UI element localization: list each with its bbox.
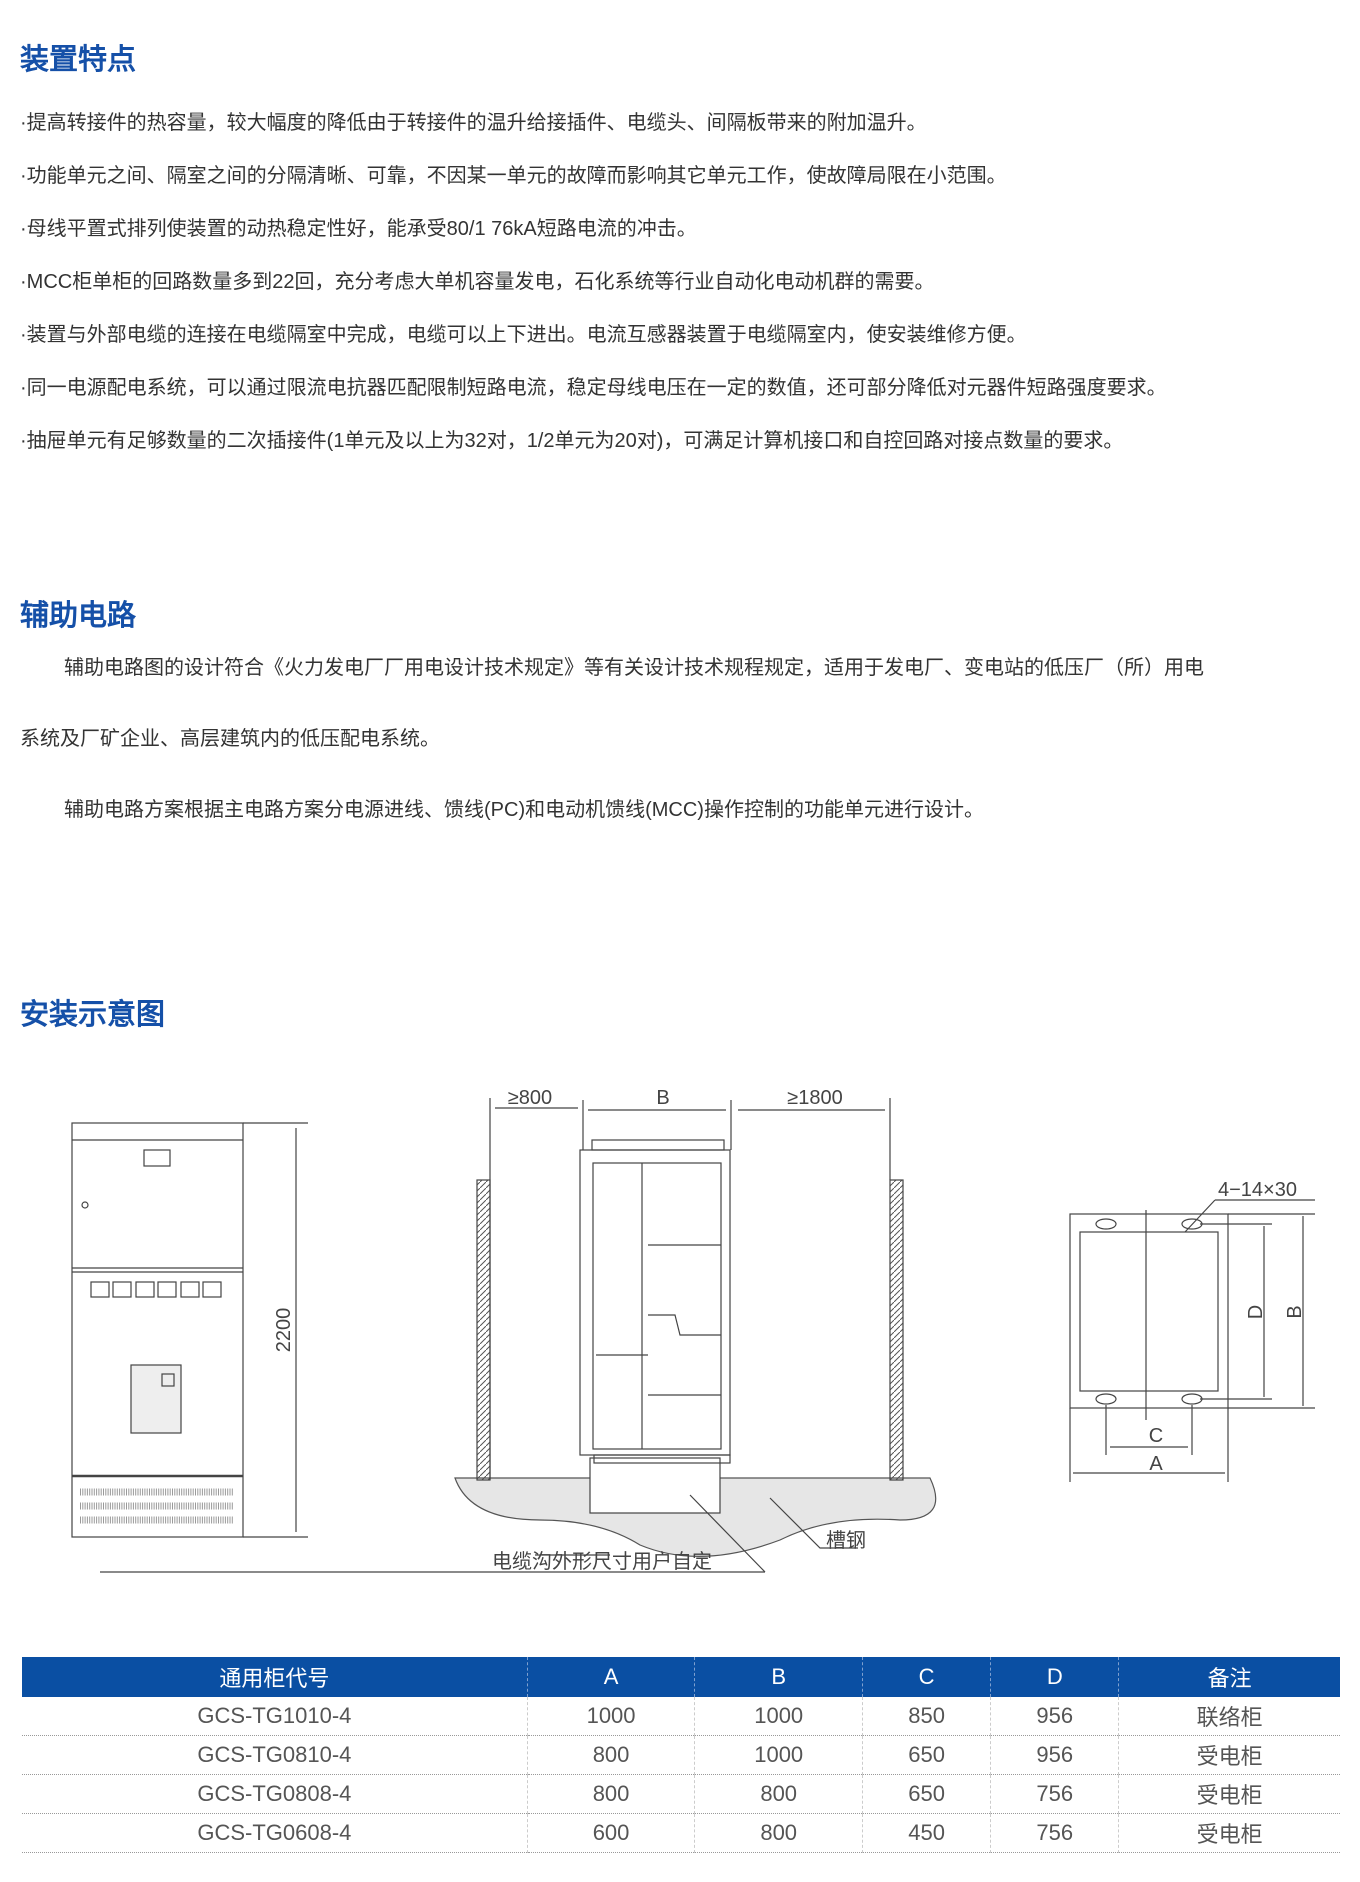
table-cell: GCS-TG0808-4 (22, 1774, 528, 1814)
table-cell: 756 (990, 1813, 1119, 1853)
right-clearance-label: ≥1800 (787, 1087, 842, 1109)
feature-bullet: ·提高转接件的热容量，较大幅度的降低由于转接件的温升给接插件、电缆头、间隔板带来… (20, 112, 927, 134)
table-cell: GCS-TG0608-4 (22, 1813, 528, 1853)
feature-bullet: ·抽屉单元有足够数量的二次插接件(1单元及以上为32对，1/2单元为20对)，可… (20, 430, 1124, 452)
feature-bullet: ·功能单元之间、隔室之间的分隔清晰、可靠，不因某一单元的故障而影响其它单元工作，… (20, 165, 1007, 187)
table-cell: GCS-TG1010-4 (22, 1697, 528, 1736)
table-cell: 450 (862, 1813, 991, 1853)
section-title-installation: 安装示意图 (20, 999, 166, 1031)
aux-paragraph-line: 辅助电路图的设计符合《火力发电厂厂用电设计技术规定》等有关设计技术规程规定，适用… (64, 657, 1204, 679)
dim-a-label: A (1149, 1453, 1163, 1475)
aux-paragraph-line: 系统及厂矿企业、高层建筑内的低压配电系统。 (20, 728, 440, 750)
table-cell: 受电柜 (1118, 1774, 1340, 1814)
table-cell: 956 (990, 1735, 1119, 1775)
feature-bullet: ·装置与外部电缆的连接在电缆隔室中完成，电缆可以上下进出。电流互感器装置于电缆隔… (20, 324, 1027, 346)
table-cell: 650 (862, 1735, 991, 1775)
col-header: 备注 (1118, 1657, 1340, 1697)
indicator-row (90, 1281, 222, 1298)
col-header: B (694, 1657, 863, 1697)
table-cell: 956 (990, 1697, 1119, 1736)
col-header: A (526, 1657, 695, 1697)
installation-diagrams: 2200 ≥800 B ≥1800 槽钢 电缆沟外形尺寸用户自定 (71, 1087, 1315, 1573)
table-cell: 1000 (694, 1697, 863, 1736)
table-cell: 800 (526, 1774, 695, 1814)
col-header: D (990, 1657, 1119, 1697)
table-cell: 受电柜 (1118, 1813, 1340, 1853)
height-label: 2200 (273, 1308, 295, 1353)
table-cell: 850 (862, 1697, 991, 1736)
feature-bullet: ·MCC柜单柜的回路数量多到22回，充分考虑大单机容量发电，石化系统等行业自动化… (20, 271, 935, 293)
table-cell: 受电柜 (1118, 1735, 1340, 1775)
trench-note-label: 电缆沟外形尺寸用户自定 (492, 1550, 712, 1573)
base-plan-view: 4−14×30 D B C A (1069, 1179, 1315, 1482)
cabinet-front-view: 2200 (71, 1122, 308, 1538)
col-header: 通用柜代号 (22, 1657, 528, 1697)
dim-b-label: B (1284, 1305, 1306, 1318)
dim-c-label: C (1149, 1425, 1163, 1447)
table-cell: 800 (694, 1813, 863, 1853)
section-title-aux-circuit: 辅助电路 (20, 600, 137, 632)
table-cell: 650 (862, 1774, 991, 1814)
cabinet-side-view: ≥800 B ≥1800 槽钢 电缆沟外形尺寸用户自定 (100, 1087, 937, 1573)
feature-bullet: ·母线平置式排列使装置的动热稳定性好，能承受80/1 76kA短路电流的冲击。 (20, 218, 697, 240)
table-cell: 联络柜 (1118, 1697, 1340, 1736)
aux-paragraph-line: 辅助电路方案根据主电路方案分电源进线、馈线(PC)和电动机馈线(MCC)操作控制… (64, 799, 984, 821)
table-cell: 756 (990, 1774, 1119, 1814)
col-header: C (862, 1657, 991, 1697)
table-cell: 800 (526, 1735, 695, 1775)
table-cell: 600 (526, 1813, 695, 1853)
section-title-features: 装置特点 (20, 44, 137, 76)
width-b-label: B (656, 1087, 669, 1109)
table-header-row: 通用柜代号 A B C D 备注 (22, 1657, 1340, 1697)
table-cell: 800 (694, 1774, 863, 1814)
dim-d-label: D (1245, 1305, 1267, 1319)
feature-bullet: ·同一电源配电系统，可以通过限流电抗器匹配限制短路电流，稳定母线电压在一定的数值… (20, 377, 1167, 399)
left-clearance-label: ≥800 (508, 1087, 552, 1109)
table-cell: 1000 (526, 1697, 695, 1736)
table-cell: 1000 (694, 1735, 863, 1775)
channel-steel-label: 槽钢 (826, 1529, 866, 1552)
hole-spec-label: 4−14×30 (1218, 1179, 1297, 1201)
table-cell: GCS-TG0810-4 (22, 1735, 528, 1775)
